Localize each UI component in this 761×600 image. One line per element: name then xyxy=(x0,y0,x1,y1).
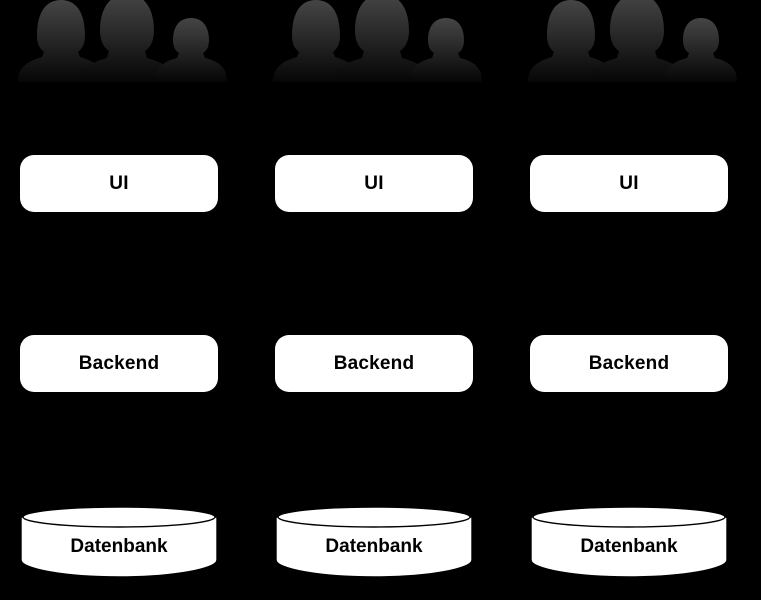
node-database[interactable]: Datenbank xyxy=(530,505,728,579)
node-ui[interactable]: UI xyxy=(530,155,728,212)
architecture-column: UI Backend Datenbank xyxy=(0,0,251,600)
node-ui[interactable]: UI xyxy=(20,155,218,212)
node-database[interactable]: Datenbank xyxy=(275,505,473,579)
node-label: Backend xyxy=(588,353,670,374)
node-database[interactable]: Datenbank xyxy=(20,505,218,579)
node-label: UI xyxy=(619,173,639,194)
node-label: Backend xyxy=(78,353,160,374)
architecture-column: UI Backend Datenbank xyxy=(255,0,506,600)
node-label: UI xyxy=(109,173,129,194)
users-group-icon xyxy=(8,0,244,82)
users-group-icon xyxy=(263,0,499,82)
node-backend[interactable]: Backend xyxy=(275,335,473,392)
architecture-column: UI Backend Datenbank xyxy=(510,0,761,600)
node-backend[interactable]: Backend xyxy=(530,335,728,392)
node-backend[interactable]: Backend xyxy=(20,335,218,392)
users-group-icon xyxy=(518,0,754,82)
node-ui[interactable]: UI xyxy=(275,155,473,212)
node-label: UI xyxy=(364,173,384,194)
node-label: Backend xyxy=(333,353,415,374)
